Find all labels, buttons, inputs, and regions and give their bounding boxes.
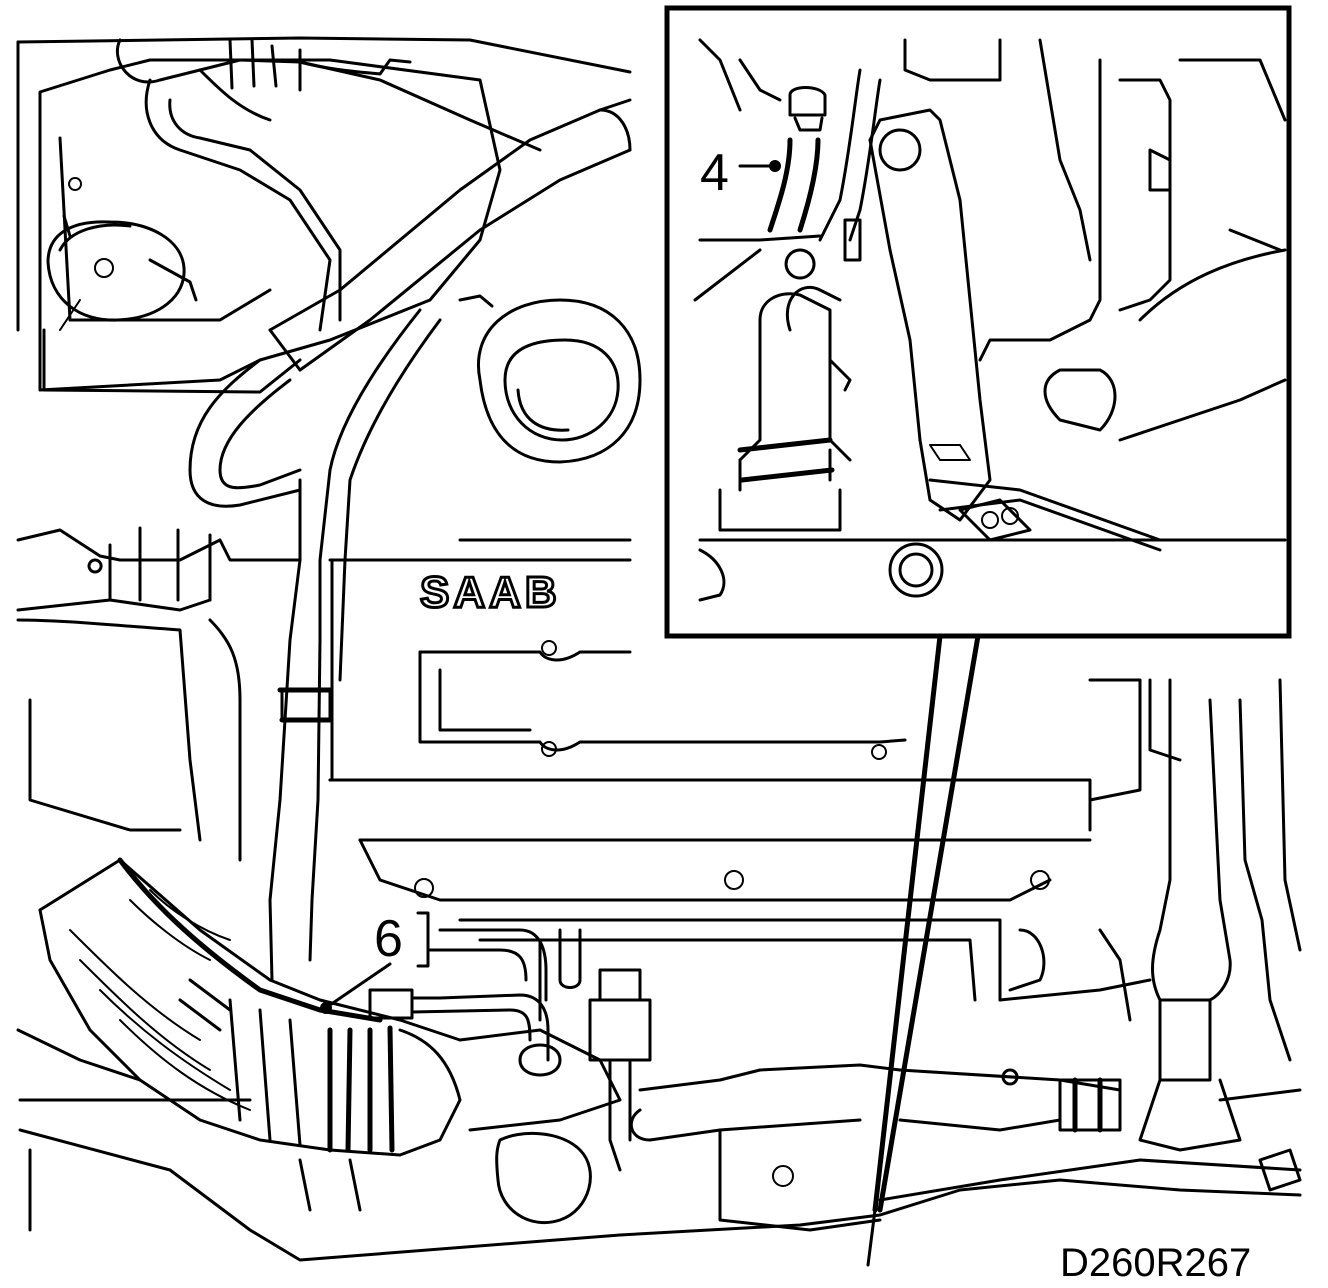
engine-block (328, 678, 1182, 1022)
oil-filler-cap (477, 298, 642, 464)
brand-logo: SAAB (420, 568, 561, 617)
sensors-center (495, 968, 902, 1232)
left-side-lines (16, 526, 302, 1102)
callout-6: 6 (320, 910, 550, 1062)
inset-pointer (872, 633, 981, 1213)
callout-4: 4 (700, 144, 781, 202)
callout-4-number: 4 (700, 144, 729, 202)
coolant-hoses-left (188, 294, 494, 982)
main-view: SAAB (16, 36, 1302, 1267)
air-intake-bellows (38, 857, 622, 1157)
intake-pipe (268, 98, 632, 372)
coolant-reservoir (38, 58, 502, 394)
figure-reference-label: D260R267 (1060, 1241, 1251, 1285)
callout-6-number: 6 (374, 910, 403, 968)
upper-hoses (115, 38, 542, 332)
right-side-components (878, 678, 1302, 1202)
bottom-frame (18, 1128, 1302, 1262)
detail-inset: 4 (664, 5, 1292, 639)
